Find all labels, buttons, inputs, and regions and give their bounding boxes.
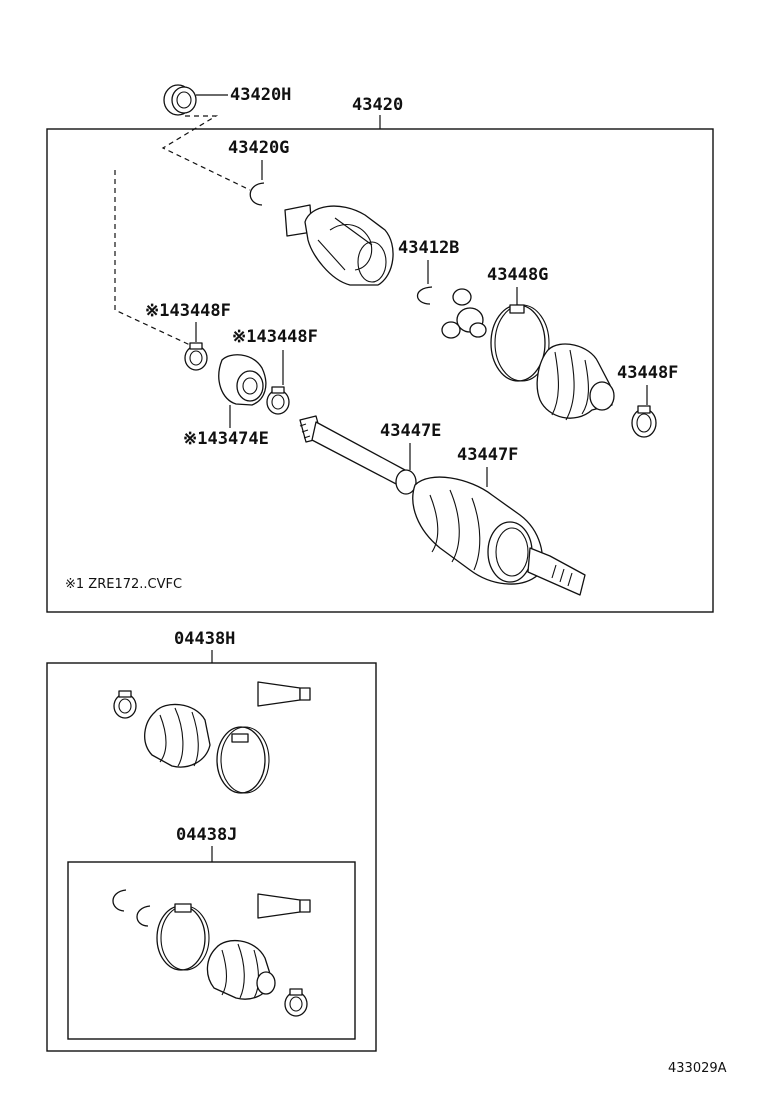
kit-04438J-snap-ring-a[interactable] [112, 889, 127, 912]
drive-shaft[interactable] [299, 415, 406, 487]
group-label-04438J[interactable]: 04438J [176, 825, 237, 845]
figure-number: 433029A [668, 1061, 727, 1076]
boot-clamp-43448F-left[interactable] [184, 342, 208, 371]
kit-04438J-boot[interactable] [206, 939, 276, 1000]
callout-43448F-mid[interactable]: ※143448F [232, 327, 318, 347]
kit-04438H-grease-tube[interactable] [257, 681, 311, 707]
model-note: ※1 ZRE172..CVFC [65, 577, 182, 592]
callout-43412B[interactable]: 43412B [398, 238, 459, 258]
callout-43447F[interactable]: 43447F [457, 445, 518, 465]
group-label-43420[interactable]: 43420 [352, 95, 403, 115]
callout-43474E[interactable]: ※143474E [183, 429, 269, 449]
callout-43448F-left[interactable]: ※143448F [145, 301, 231, 321]
kit-04438J-clamp-small[interactable] [284, 988, 308, 1017]
dash-boundary [114, 170, 191, 346]
kit-04438H-boot[interactable] [144, 703, 211, 768]
boot-clamp-43448G[interactable] [490, 304, 550, 382]
tripod-spider[interactable] [441, 288, 487, 339]
kit-04438J-clamp-large[interactable] [156, 903, 210, 971]
kit-04438J-snap-ring-b[interactable] [136, 905, 151, 927]
kit-frame-04438J [67, 861, 356, 1040]
boot-clamp-43448F-right[interactable] [631, 405, 657, 438]
callout-43420H[interactable]: 43420H [230, 85, 291, 105]
callout-43448F-right[interactable]: 43448F [617, 363, 678, 383]
snap-ring-43412B[interactable] [416, 286, 433, 305]
kit-frame-04438H [46, 662, 377, 1052]
boot-clamp-43448F-mid[interactable] [266, 386, 290, 415]
kit-04438H-clamp-large[interactable] [216, 726, 270, 794]
assembly-frame-43420 [46, 128, 714, 613]
inboard-joint-housing[interactable] [284, 204, 394, 286]
snap-ring-43420G[interactable] [249, 182, 265, 206]
callout-43447E[interactable]: 43447E [380, 421, 441, 441]
kit-04438J-grease-tube[interactable] [257, 893, 311, 919]
group-label-04438H[interactable]: 04438H [174, 629, 235, 649]
kit-04438H-clamp-small[interactable] [113, 690, 137, 719]
dust-seal-43420H[interactable] [163, 84, 197, 116]
boot-clamp-43447E[interactable] [395, 469, 417, 495]
inboard-boot[interactable] [536, 343, 615, 421]
outboard-joint-boot[interactable] [412, 476, 586, 596]
callout-43448G[interactable]: 43448G [487, 265, 548, 285]
dynamic-damper-43474E[interactable] [218, 354, 267, 406]
callout-43420G[interactable]: 43420G [228, 138, 289, 158]
